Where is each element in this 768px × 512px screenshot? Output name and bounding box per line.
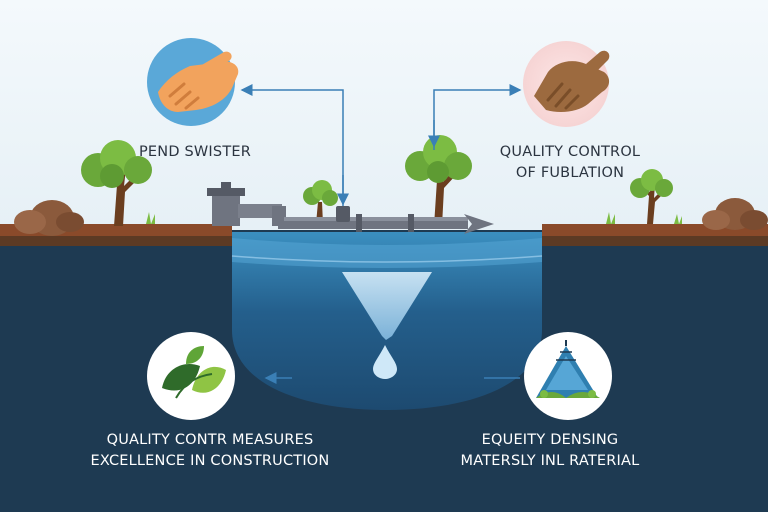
label-line: EQUEITY DENSING [481, 432, 619, 448]
label-top-right: QUALITY CONTROL OF FUBLATION [470, 142, 670, 184]
label-bottom-left: QUALITY CONTR MEASURES EXCELLENCE IN CON… [60, 430, 360, 472]
hand-pointing-icon [147, 38, 239, 126]
leaf-icon [147, 332, 235, 420]
label-line: QUALITY CONTROL [499, 144, 641, 160]
hand-pinching-icon [523, 41, 610, 127]
bush-right [702, 198, 768, 230]
label-line: QUALITY CONTR MEASURES [106, 432, 314, 448]
label-line: OF FUBLATION [515, 165, 625, 181]
label-line: PEND SWISTER [138, 144, 252, 160]
pipeline [207, 182, 494, 234]
valve-icon [336, 206, 350, 222]
water-droplet-icon [373, 345, 397, 379]
grass-tufts [146, 212, 682, 224]
tree-right [630, 169, 673, 224]
label-line: MATERSLY INL RATERIAL [460, 453, 640, 469]
tent-landscape-icon [524, 332, 612, 420]
tree-left [81, 140, 152, 226]
tree-small [303, 180, 338, 224]
filter-funnel [342, 272, 432, 340]
connectors [240, 84, 522, 384]
label-top-left: PEND SWISTER [120, 142, 270, 163]
bush-left [14, 200, 84, 236]
tree-center [405, 135, 472, 226]
label-bottom-right: EQUEITY DENSING MATERSLY INL RATERIAL [420, 430, 680, 472]
label-line: EXCELLENCE IN CONSTRUCTION [90, 453, 330, 469]
